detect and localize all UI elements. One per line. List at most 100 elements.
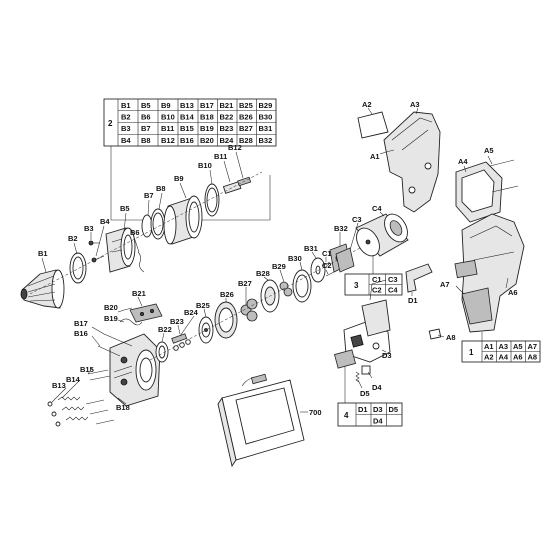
table-cell-label: B21: [220, 101, 234, 110]
label-b17: B17: [74, 319, 88, 328]
table-cell-label: A2: [484, 353, 494, 362]
label-d3: D3: [382, 351, 392, 360]
table-cell-label: B15: [180, 124, 194, 133]
label-b29: B29: [272, 262, 286, 271]
part-b24-bit: [171, 333, 188, 344]
part-d4-button: [361, 365, 371, 375]
part-b22-ring: [155, 341, 169, 363]
part-b29-gears: [279, 281, 293, 297]
table-cell-label: A4: [499, 353, 509, 362]
label-b19: B19: [104, 314, 118, 323]
parts-table-group-1: 1 A1 A3 A5 A7 A2 A4 A6 A8: [461, 340, 541, 363]
table-cell-label: D1: [358, 405, 368, 414]
label-b8: B8: [156, 184, 166, 193]
label-a6: A6: [508, 288, 518, 297]
part-b1-chuck: [20, 269, 65, 309]
label-a5: A5: [484, 146, 494, 155]
table-cell-label: B14: [180, 113, 195, 122]
table-cell-label: B20: [200, 136, 214, 145]
table-cell-label: B1: [121, 101, 131, 110]
part-b27-planet-gears: [240, 298, 258, 322]
table-cell-label: B17: [200, 101, 214, 110]
label-b30: B30: [288, 254, 302, 263]
label-a2: A2: [362, 100, 372, 109]
label-c2: C2: [322, 261, 332, 270]
part-b31-washer: [310, 257, 326, 283]
table-cell-label: B28: [239, 136, 253, 145]
table-cell-label: C3: [388, 275, 398, 284]
label-b6: B6: [130, 228, 140, 237]
table-cell-label: A1: [484, 342, 494, 351]
label-b13: B13: [52, 381, 66, 390]
part-b25-carrier: [198, 316, 214, 344]
table-cell-label: B4: [121, 136, 131, 145]
part-a4-cover: [455, 161, 503, 223]
label-b20: B20: [104, 303, 118, 312]
table-cell-label: C2: [372, 286, 382, 295]
parts-table-group-4: 4 D1 D3 D5 D4: [337, 402, 403, 427]
table-cell-label: B13: [180, 101, 194, 110]
table-cell-label: B18: [200, 113, 214, 122]
table-cell-label: D3: [373, 405, 383, 414]
part-a3-housing-half: [383, 111, 441, 213]
part-b18-housing: [109, 333, 161, 407]
part-b15-screws: [87, 369, 111, 381]
table-cell-label: C1: [372, 275, 382, 284]
part-b10-ring: [204, 183, 220, 217]
label-b15: B15: [80, 365, 94, 374]
label-a3: A3: [410, 100, 420, 109]
table-cell-label: B12: [161, 136, 175, 145]
table-cell-label: B30: [259, 113, 273, 122]
table-cell-label: B26: [239, 113, 253, 122]
part-a5-screws: [489, 159, 519, 193]
label-a7: A7: [440, 280, 450, 289]
table-cell-label: B23: [220, 124, 234, 133]
part-d3-switch-assembly: [334, 279, 391, 369]
label-b2: B2: [68, 234, 78, 243]
table-cell-label: B22: [220, 113, 234, 122]
table-cell-label: B32: [259, 136, 273, 145]
label-a4: A4: [458, 157, 468, 166]
part-b5-collar: [105, 227, 136, 273]
label-700: 700: [309, 408, 322, 417]
table-cell-label: B24: [220, 136, 235, 145]
label-b5: B5: [120, 204, 130, 213]
table-cell-label: D4: [373, 417, 383, 426]
label-a1: A1: [370, 152, 380, 161]
part-b26-ring-gear: [214, 301, 238, 339]
label-b14: B14: [66, 375, 81, 384]
label-b16: B16: [74, 329, 88, 338]
part-b30-ring: [292, 269, 312, 303]
part-b7-washer: [141, 214, 153, 238]
label-c4: C4: [372, 204, 382, 213]
label-b24: B24: [184, 308, 199, 317]
table-cell-label: B8: [141, 136, 151, 145]
label-b10: B10: [198, 161, 212, 170]
part-a2-label: [357, 111, 389, 139]
table-cell-label: A7: [528, 342, 538, 351]
label-b11: B11: [214, 152, 227, 161]
table-cell-label: B27: [239, 124, 253, 133]
label-d1: D1: [408, 296, 418, 305]
label-b27: B27: [238, 279, 252, 288]
part-b16-spring: [97, 345, 121, 357]
group-2-number: 2: [108, 119, 113, 128]
table-cell-label: A3: [499, 342, 509, 351]
label-b3: B3: [84, 224, 94, 233]
group-4-number: 4: [344, 411, 349, 420]
table-cell-label: B5: [141, 101, 151, 110]
part-b21-plate: [129, 303, 163, 323]
table-cell-label: B16: [180, 136, 194, 145]
table-cell-label: B29: [259, 101, 273, 110]
label-b9: B9: [174, 174, 184, 183]
part-b13-balls: [47, 401, 61, 427]
label-b26: B26: [220, 290, 234, 299]
table-cell-label: B6: [141, 113, 151, 122]
part-b20-clip: [123, 307, 133, 311]
table-cell-label: B31: [259, 124, 273, 133]
label-d5: D5: [360, 389, 370, 398]
label-b22: B22: [158, 325, 172, 334]
part-b19-spring: [119, 318, 143, 326]
part-c1-screw: [321, 261, 331, 267]
